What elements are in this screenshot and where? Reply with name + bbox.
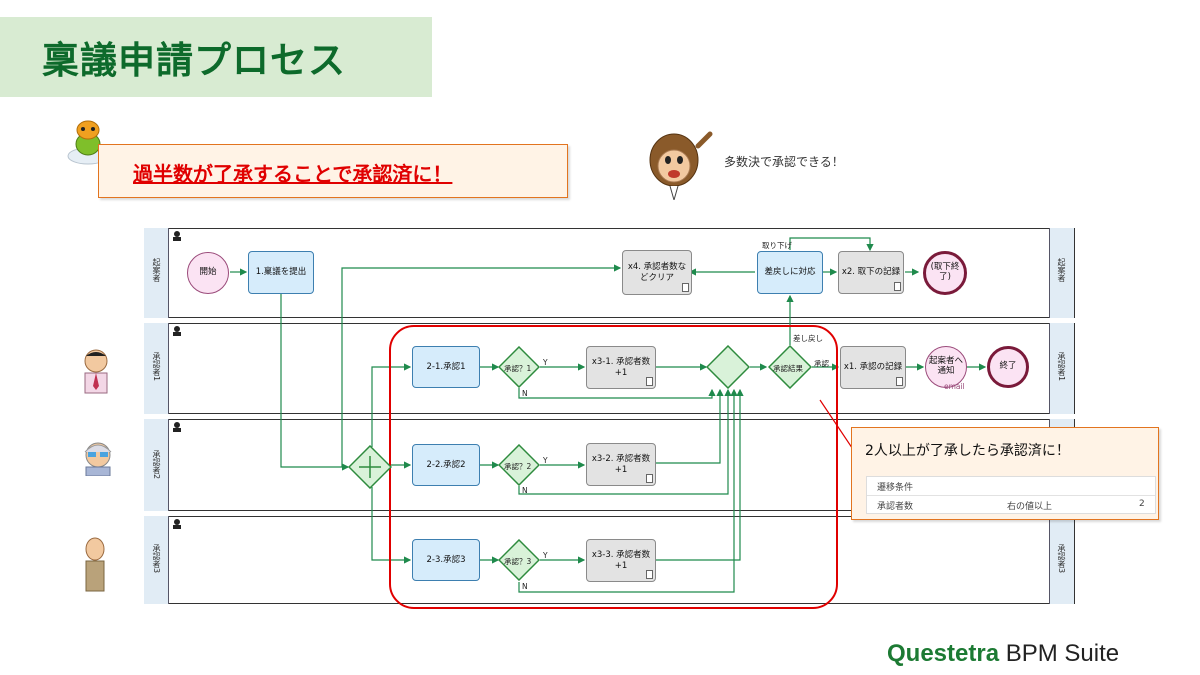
user-icon <box>173 422 181 432</box>
flow-label-no-3: N <box>522 582 528 591</box>
task-count-1-label: x3-1. 承認者数+1 <box>591 357 651 378</box>
document-icon <box>646 474 653 483</box>
callout-text: 過半数が了承することで承認済に！ <box>133 162 453 186</box>
merge-gateway[interactable] <box>706 345 750 389</box>
document-icon <box>682 283 689 292</box>
flow-label-yes-1: Y <box>543 358 548 367</box>
condition-table: 遷移条件 承認者数 右の値以上 2 <box>866 476 1156 514</box>
task-respond[interactable]: 差戻しに対応 <box>757 251 823 294</box>
lane-header-approver1 <box>144 323 169 414</box>
task-count-2[interactable]: x3-2. 承認者数+1 <box>586 443 656 486</box>
brand-logo-text: Questetra BPM Suite <box>887 640 1119 668</box>
lane-end-label-approver3: 承認者3 <box>1057 544 1066 574</box>
approver1-person-icon <box>84 349 108 394</box>
lane-end-applicant <box>1049 228 1074 318</box>
task-count-2-label: x3-2. 承認者数+1 <box>591 454 651 475</box>
withdraw-end-event[interactable]: (取下終了) <box>923 251 967 295</box>
condition-note-title: 2人以上が了承したら承認済に！ <box>865 443 1070 459</box>
approver3-person-icon <box>85 537 105 592</box>
brand-name: Questetra <box>887 640 1000 667</box>
user-icon <box>173 326 181 336</box>
condition-row-operator: 右の値以上 <box>1007 502 1053 512</box>
document-icon <box>646 377 653 386</box>
flow-label-yes-2: Y <box>543 456 548 465</box>
lane-label-approver2: 承認者2 <box>152 450 161 480</box>
lane-label-applicant: 起案者 <box>152 258 161 282</box>
gateway-approve-2[interactable] <box>498 444 540 486</box>
speech-text: 多数決で承認できる！ <box>724 155 844 169</box>
condition-table-header: 遷移条件 <box>877 483 914 493</box>
end-event[interactable]: 終了 <box>987 346 1029 388</box>
brand-suffix: BPM Suite <box>999 640 1120 667</box>
notify-event[interactable]: 起案者へ通知 <box>925 346 967 388</box>
gateway-approve-3[interactable] <box>498 539 540 581</box>
flow-label-sendback: 差し戻し <box>793 334 823 343</box>
flow-label-no-1: N <box>522 389 528 398</box>
document-icon <box>896 377 903 386</box>
condition-row-value: 2 <box>1139 499 1145 509</box>
lane-header-approver2 <box>144 419 169 511</box>
document-icon <box>646 570 653 579</box>
task-approve-3[interactable]: 2-3.承認3 <box>412 539 480 581</box>
lane-label-approver3: 承認者3 <box>152 544 161 574</box>
flow-label-no-2: N <box>522 486 528 495</box>
result-gateway[interactable] <box>768 345 812 389</box>
title-banner <box>0 17 432 97</box>
task-approve-2[interactable]: 2-2.承認2 <box>412 444 480 486</box>
page-title: 稟議申請プロセス <box>42 39 346 82</box>
flow-label-email: email <box>944 382 965 391</box>
lane-end-label-applicant: 起案者 <box>1057 258 1066 282</box>
user-icon <box>173 231 181 241</box>
user-icon <box>173 519 181 529</box>
task-submit[interactable]: 1.稟議を提出 <box>248 251 314 294</box>
task-clear[interactable]: x4. 承認者数などクリア <box>622 250 692 295</box>
gateway-label-3: 承認？3 <box>504 557 532 566</box>
lane-end-approver1 <box>1049 323 1074 414</box>
task-count-3-label: x3-3. 承認者数+1 <box>591 550 651 571</box>
flow-label-withdraw: 取り下げ <box>762 241 792 250</box>
task-record-label: x1. 承認の記録 <box>843 362 903 373</box>
condition-row-label: 承認者数 <box>877 502 914 512</box>
lane-end-label-approver1: 承認者1 <box>1057 352 1066 382</box>
monkey-character-icon <box>649 131 713 200</box>
flow-label-approved: 承認 <box>814 359 829 368</box>
task-record[interactable]: x1. 承認の記録 <box>840 346 906 389</box>
start-event[interactable]: 開始 <box>187 252 229 294</box>
task-withdraw-record-label: x2. 取下の記録 <box>841 267 901 278</box>
flow-label-yes-3: Y <box>543 551 548 560</box>
lane-header-applicant <box>144 228 169 318</box>
task-approve-1[interactable]: 2-1.承認1 <box>412 346 480 388</box>
gateway-label-1: 承認？1 <box>504 364 532 373</box>
gateway-label-2: 承認？2 <box>504 462 532 471</box>
parallel-gateway[interactable] <box>348 445 392 489</box>
task-count-3[interactable]: x3-3. 承認者数+1 <box>586 539 656 582</box>
lane-label-approver1: 承認者1 <box>152 352 161 382</box>
callout-box <box>98 144 568 198</box>
task-count-1[interactable]: x3-1. 承認者数+1 <box>586 346 656 389</box>
task-withdraw-record[interactable]: x2. 取下の記録 <box>838 251 904 294</box>
gateway-approve-1[interactable] <box>498 346 540 388</box>
result-gateway-label: 承認結果 <box>773 364 803 373</box>
task-clear-label: x4. 承認者数などクリア <box>627 262 687 283</box>
approver2-person-icon <box>84 442 112 476</box>
document-icon <box>894 282 901 291</box>
lane-header-approver3 <box>144 516 169 604</box>
lane-end-approver3 <box>1049 516 1074 604</box>
